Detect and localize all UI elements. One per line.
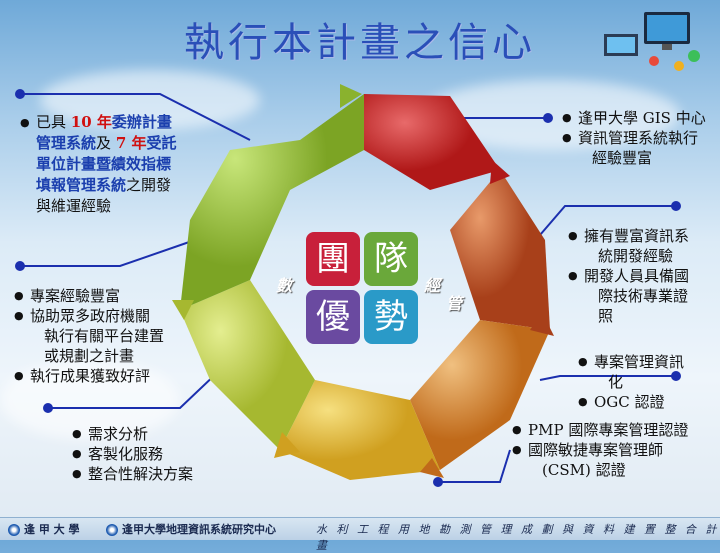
tl-num1: 10 年 <box>70 113 112 131</box>
box-bottomleft: 需求分析 客製化服務 整合性解決方案 <box>72 424 232 484</box>
arrow-head-icon <box>274 432 300 458</box>
segment-brown <box>450 170 550 330</box>
list-item: 專案管理資訊 <box>578 352 708 372</box>
arrow-head-icon <box>490 160 510 184</box>
box-right1: 擁有豐富資訊系 統開發經驗 開發人員具備國 際技術專業證 照 <box>568 226 708 326</box>
list-item: 協助眾多政府機關 <box>14 306 214 326</box>
ghost-text-left: 數 <box>276 276 293 295</box>
list-item: 際技術專業證 <box>598 287 689 305</box>
segment-yellow <box>280 380 440 480</box>
footer-bar: 逢 甲 大 學 逢甲大學地理資訊系統研究中心 水 利 工 程 用 地 勘 測 管… <box>0 517 720 552</box>
list-item: 整合性解決方案 <box>72 464 232 484</box>
devices-decoration-icon <box>604 12 700 71</box>
arrow-head-icon <box>340 84 362 108</box>
list-item: 專案經驗豐富 <box>14 286 214 306</box>
segment-red <box>364 94 500 190</box>
gis-center-logo-icon <box>106 524 118 536</box>
footer-logo-left: 逢 甲 大 學 <box>8 521 80 537</box>
list-item: 開發人員具備國 <box>568 266 708 286</box>
list-item: OGC 認證 <box>578 392 708 412</box>
center-tile-shi: 勢 <box>364 290 418 344</box>
tl-text1: 委辦計畫管理系統 <box>36 113 172 152</box>
footer-university: 逢 甲 大 學 <box>24 523 80 536</box>
list-item: (CSM) 認證 <box>542 461 626 479</box>
list-item: 資訊管理系統執行 <box>562 128 712 148</box>
footer-logo-center: 逢甲大學地理資訊系統研究中心 <box>106 521 276 537</box>
page-title: 執行本計畫之信心 <box>184 20 536 66</box>
box-left: 專案經驗豐富 協助眾多政府機關 執行有關平台建置 或規劃之計畫 執行成果獲致好評 <box>14 286 214 386</box>
ghost-text-right-top: 經 <box>424 276 441 295</box>
arrow-head-icon <box>530 312 554 336</box>
list-item: 需求分析 <box>72 424 232 444</box>
list-item: 執行有關平台建置 <box>44 327 165 345</box>
segment-green <box>180 94 364 310</box>
list-item: 國際敏捷專案管理師 <box>512 440 712 460</box>
list-item: 執行成果獲致好評 <box>14 366 214 386</box>
arrow-head-icon <box>420 458 444 478</box>
box-bottomright: PMP 國際專案管理認證 國際敏捷專案管理師 (CSM) 認證 <box>512 420 712 480</box>
center-tile-tuan: 團 <box>306 232 360 286</box>
tl-text2: 受託單位計畫暨績效指標填報管理系統 <box>36 134 177 194</box>
list-item: 客製化服務 <box>72 444 232 464</box>
box-topright: 逢甲大學 GIS 中心 資訊管理系統執行 經驗豐富 <box>562 108 712 168</box>
center-tile-you: 優 <box>306 290 360 344</box>
list-item: 經驗豐富 <box>592 149 653 167</box>
tl-suffix: 之開發與維運經驗 <box>36 176 172 215</box>
footer-project-title: 水 利 工 程 用 地 勘 測 管 理 成 劃 與 資 料 建 置 整 合 計 … <box>316 523 720 552</box>
list-item: PMP 國際專案管理認證 <box>512 420 712 440</box>
list-item: 逢甲大學 GIS 中心 <box>562 108 712 128</box>
box-topleft: 已具 10 年委辦計畫管理系統及 7 年受託單位計畫暨績效指標填報管理系統之開發… <box>20 112 180 217</box>
list-item: 擁有豐富資訊系 <box>568 226 708 246</box>
tl-prefix: 已具 <box>36 113 67 131</box>
box-right2: 專案管理資訊 化 OGC 認證 <box>578 352 708 412</box>
list-item: 照 <box>598 307 614 325</box>
tl-num2: 7 年 <box>115 134 147 152</box>
list-item: 或規劃之計畫 <box>44 347 135 365</box>
list-item: 化 <box>608 373 624 391</box>
university-logo-icon <box>8 524 20 536</box>
list-item: 統開發經驗 <box>598 247 674 265</box>
center-tile-dui: 隊 <box>364 232 418 286</box>
segment-orange <box>410 320 550 470</box>
footer-gis-center: 逢甲大學地理資訊系統研究中心 <box>122 523 276 536</box>
ghost-text-right: 管 <box>446 294 463 313</box>
tl-mid: 及 <box>96 134 112 152</box>
